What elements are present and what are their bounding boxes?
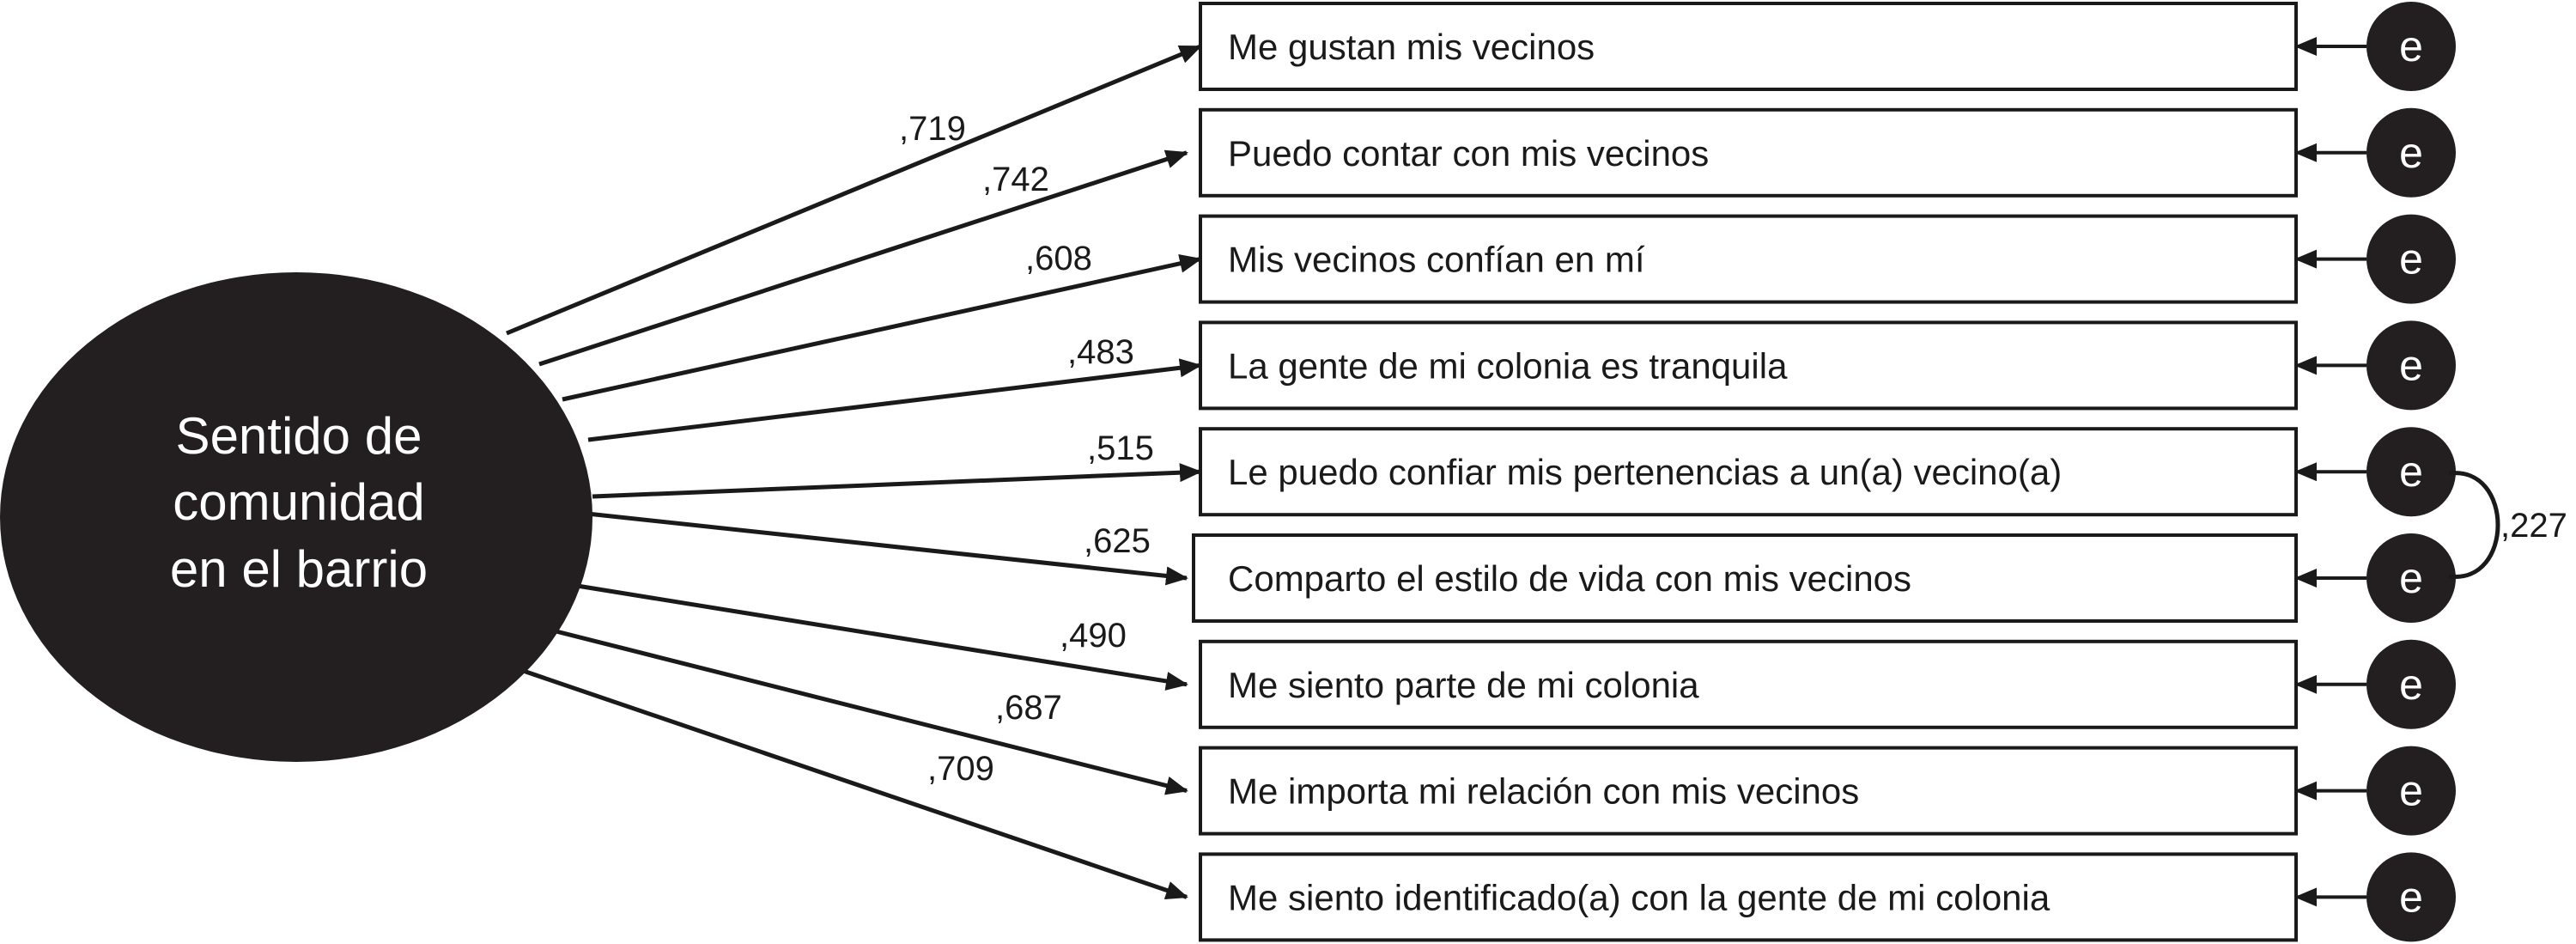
latent-label-line-3: en el barrio [170,540,428,598]
indicator-box-2 [1199,107,2298,198]
loading-path-5 [592,463,1202,499]
indicator-label-2: Puedo contar con mis vecinos [1228,133,1709,174]
loading-label-6: ,625 [1084,522,1151,560]
covariance-label: ,227 [2500,507,2567,545]
indicator-label-4: La gente de mi colonia es tranquila [1228,345,1788,386]
loading-path-3 [562,254,1202,402]
latent-ellipse [0,272,592,762]
loading-path-8 [538,624,1188,795]
error-label-6: e [2399,554,2423,602]
error-label-1: e [2399,22,2423,70]
indicator-label-7: Me siento parte de mi colonia [1228,665,1699,705]
error-circle-4 [2366,320,2456,411]
indicator-box-1 [1199,2,2298,91]
error-label-8: e [2399,767,2423,815]
loading-path-6 [586,511,1188,586]
error-circle-8 [2366,746,2456,836]
indicator-box-7 [1199,639,2298,729]
loading-label-3: ,608 [1025,240,1092,277]
indicator-label-6: Comparto el estilo de vida con mis vecin… [1228,558,1911,599]
error-circle-3 [2366,214,2456,304]
loading-label-9: ,709 [927,750,994,788]
error-label-4: e [2399,341,2423,389]
indicator-label-3: Mis vecinos confían en mí [1228,240,1645,280]
loading-label-7: ,490 [1060,617,1127,655]
loading-label-5: ,515 [1087,429,1154,467]
indicator-box-3 [1199,214,2298,304]
indicator-label-8: Me importa mi relación con mis vecinos [1228,771,1859,812]
indicator-box-5 [1199,427,2298,517]
loading-label-8: ,687 [995,689,1062,727]
error-circle-5 [2366,427,2456,517]
latent-label-line-2: comunidad [173,473,425,531]
latent-variable: Sentido de comunidad en el barrio [0,272,592,762]
indicator-label-5: Le puedo confiar mis pertenencias a un(a… [1228,452,2062,492]
loading-path-4 [587,358,1202,442]
error-label-3: e [2399,235,2423,283]
loading-label-2: ,742 [982,161,1049,198]
loading-path-7 [566,582,1188,691]
indicator-label-1: Me gustan mis vecinos [1228,27,1595,67]
loading-path-2 [538,149,1188,367]
error-label-9: e [2399,873,2423,921]
error-circle-9 [2366,852,2456,942]
indicator-label-9: Me siento identificado(a) con la gente d… [1228,877,2050,917]
covariance-curve [2448,471,2500,579]
loading-path-9 [502,661,1188,900]
error-label-5: e [2399,448,2423,496]
error-label-2: e [2399,129,2423,177]
loading-paths: ,719 ,742 ,608 ,483 ,515 ,625 ,490 ,687,709 [502,44,1202,900]
error-circle-1 [2366,2,2456,91]
loading-label-1: ,719 [899,110,966,148]
indicator-box-9 [1199,852,2298,942]
error-circle-6 [2366,533,2456,623]
loading-path-1 [506,44,1202,336]
error-covariance: ,227 [2448,471,2567,579]
latent-label-line-1: Sentido de [176,407,422,465]
error-terms: e e e e e e e e e [2294,2,2456,942]
error-label-7: e [2399,661,2423,709]
error-circle-2 [2366,107,2456,198]
loading-label-4: ,483 [1067,333,1134,371]
error-circle-7 [2366,639,2456,729]
